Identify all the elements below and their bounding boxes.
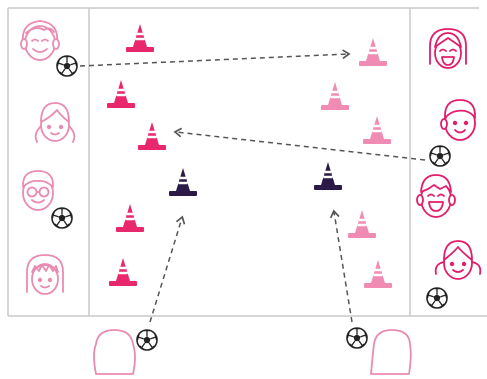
cone-pink <box>364 260 392 288</box>
cone-navy <box>169 168 197 196</box>
soccer-ball-icon <box>52 208 72 228</box>
kid-girl-grinning <box>430 29 466 68</box>
cone-pink <box>359 38 387 66</box>
cone-magenta <box>107 80 135 108</box>
cone-magenta <box>138 122 166 150</box>
cones <box>107 24 392 288</box>
cone-magenta <box>109 258 137 286</box>
pass-arrow <box>334 212 352 322</box>
soccer-ball-icon <box>430 146 450 166</box>
kid-girl-pigtails <box>36 103 75 142</box>
soccer-ball-icon <box>57 56 77 76</box>
pass-arrow <box>150 218 182 322</box>
kid-boy-laughing <box>417 175 455 217</box>
cone-magenta <box>126 24 154 52</box>
kid-boy-glasses <box>23 171 53 210</box>
field-lines <box>8 8 487 316</box>
balls <box>52 56 450 350</box>
cone-pink <box>321 82 349 110</box>
kid-boy-smiling <box>21 21 59 60</box>
cone-navy <box>314 162 342 190</box>
kid-girl-bangs <box>27 255 63 294</box>
cone-magenta <box>116 204 144 232</box>
pass-arrow <box>176 132 425 160</box>
kid-boy-smiling <box>441 100 475 140</box>
cone-pink <box>363 116 391 144</box>
pass-arrow <box>80 54 348 66</box>
soccer-ball-icon <box>427 288 447 308</box>
kid-girl-pigtails <box>436 241 481 279</box>
soccer-ball-icon <box>137 330 157 350</box>
soccer-ball-icon <box>347 328 367 348</box>
player-outline-right <box>371 330 411 374</box>
cone-pink <box>348 210 376 238</box>
player-outline-left <box>94 330 135 374</box>
